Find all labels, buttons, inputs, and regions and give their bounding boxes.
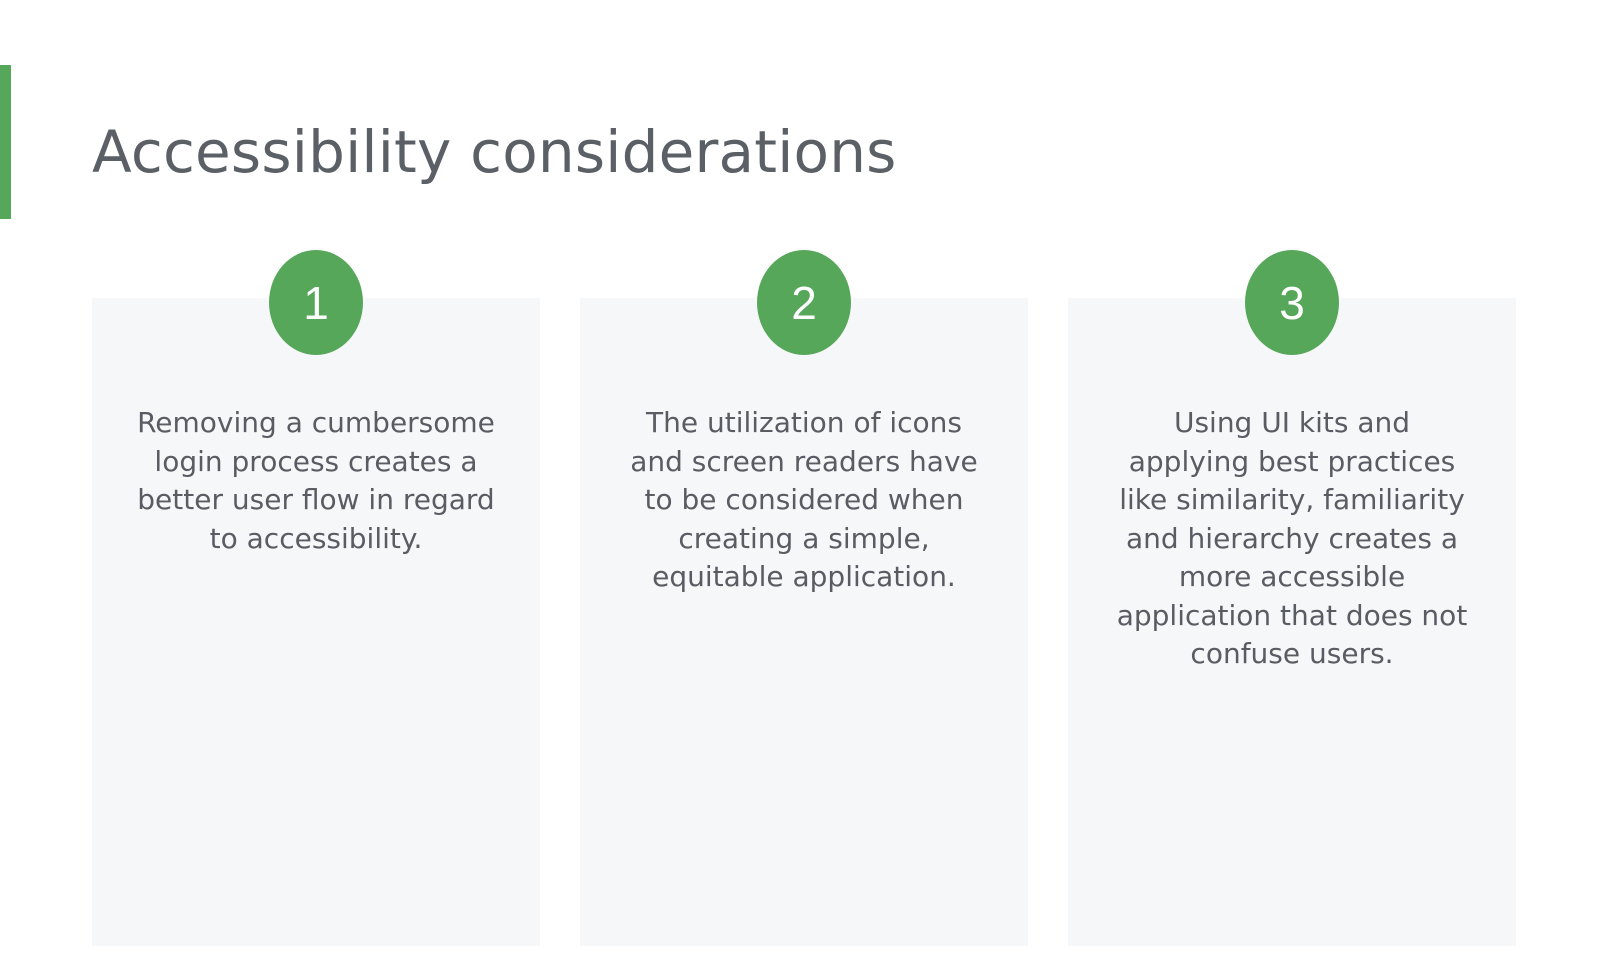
card-text-3: Using UI kits and applying best practice… [1116,406,1468,670]
number-badge-3: 3 [1245,250,1339,355]
consideration-card-3 [1068,298,1516,946]
card-text-2: The utilization of icons and screen read… [630,406,978,593]
consideration-card-2 [580,298,1028,946]
number-badge-1: 1 [269,250,363,355]
card-text-1: Removing a cumbersome login process crea… [137,406,495,555]
accent-bar [0,65,11,219]
consideration-card-1 [92,298,540,946]
number-badge-2: 2 [757,250,851,355]
page-title: Accessibility considerations [92,118,897,186]
